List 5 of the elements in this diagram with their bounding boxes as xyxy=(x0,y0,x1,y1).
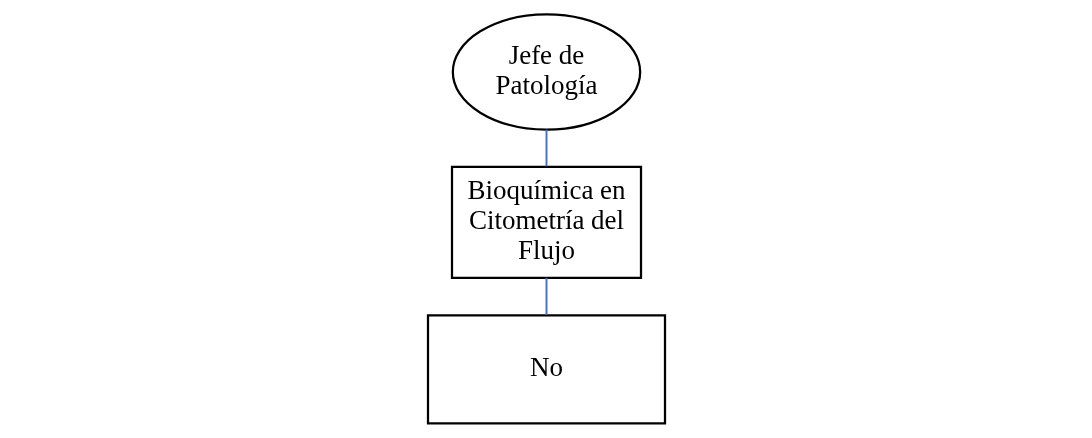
node-box: Bioquímica en Citometría del Flujo xyxy=(450,165,642,279)
node-box: No xyxy=(426,314,666,425)
connector xyxy=(545,276,547,316)
connector xyxy=(545,128,547,168)
node-ellipse: Jefe de Patología xyxy=(451,13,641,131)
